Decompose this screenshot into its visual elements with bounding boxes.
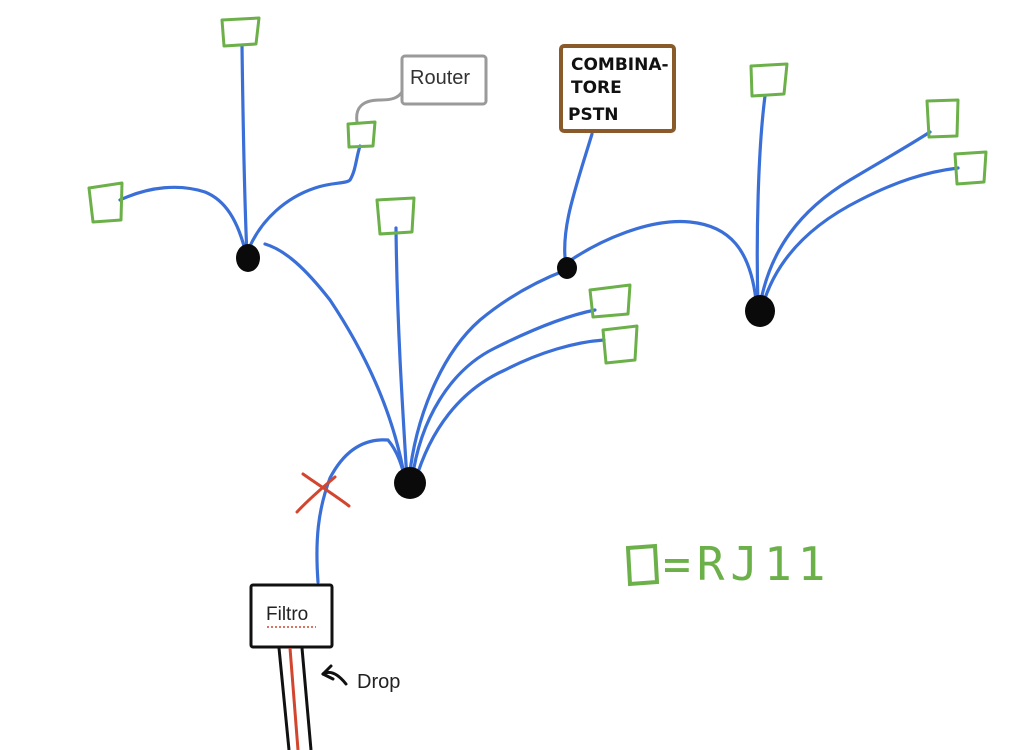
- cable-main-to-jack-a: [410, 308, 597, 482]
- drop-cable-left: [277, 647, 291, 750]
- rj11-jack-icon: [375, 196, 416, 236]
- rj11-jack-icon: [588, 283, 632, 319]
- rj11-jack-icon: [749, 62, 789, 98]
- cable-righthub-to-top-jack: [755, 94, 767, 307]
- junction-hubs: [236, 244, 775, 499]
- junction-hub-icon: [236, 244, 260, 272]
- cable-filter-to-main-hub: [315, 438, 408, 584]
- cable-main-to-jack-b: [413, 338, 606, 484]
- rj11-jack-icon: [346, 120, 377, 149]
- rj11-jack-icon: [220, 16, 261, 48]
- cable-righthub-to-jack-c: [758, 130, 932, 307]
- junction-hub-icon: [745, 295, 775, 327]
- cable-lefthub-to-top-jack: [240, 44, 249, 258]
- router-box: [400, 54, 488, 106]
- router-label: Router: [410, 67, 470, 89]
- cable-main-to-pstn-hub: [407, 268, 568, 482]
- cable-group: [118, 44, 960, 584]
- junction-hub-icon: [557, 257, 577, 279]
- rj11-jack-icon: [925, 98, 960, 139]
- cable-pstnhub-to-right-hub: [566, 219, 758, 302]
- cable-main-to-left-hub: [263, 242, 407, 482]
- legend-text: =RJ11: [663, 537, 831, 591]
- pstn-label-line-2: TORE: [571, 78, 622, 98]
- rj11-jack-icon: [601, 324, 639, 365]
- arrow-icon: [321, 664, 348, 686]
- filter-box: [249, 583, 334, 649]
- cut-x-icon: [295, 472, 351, 514]
- legend-jack-icon: [625, 543, 660, 587]
- cable-lefthub-to-router-jack: [248, 144, 362, 248]
- cable-pstnhub-to-pstn: [563, 132, 594, 268]
- cable-righthub-to-jack-d: [760, 166, 960, 310]
- rj11-jack-icon: [953, 150, 988, 186]
- pstn-dialer-box: [559, 44, 676, 133]
- pstn-label-line-3: PSTN: [568, 105, 619, 125]
- legend: =RJ11: [625, 537, 831, 591]
- pstn-label-line-1: COMBINA-: [571, 55, 669, 75]
- drop-cable-right: [300, 647, 313, 750]
- rj11-jacks: [87, 16, 988, 365]
- drop-cable-core: [288, 647, 300, 750]
- filter-label: Filtro: [266, 604, 308, 625]
- cable-lefthub-to-left-jack: [118, 185, 248, 256]
- junction-hub-icon: [394, 467, 426, 499]
- cable-router: [355, 90, 404, 124]
- cable-main-to-center-jack: [394, 226, 409, 482]
- rj11-jack-icon: [87, 181, 124, 224]
- drop-label: Drop: [357, 671, 400, 693]
